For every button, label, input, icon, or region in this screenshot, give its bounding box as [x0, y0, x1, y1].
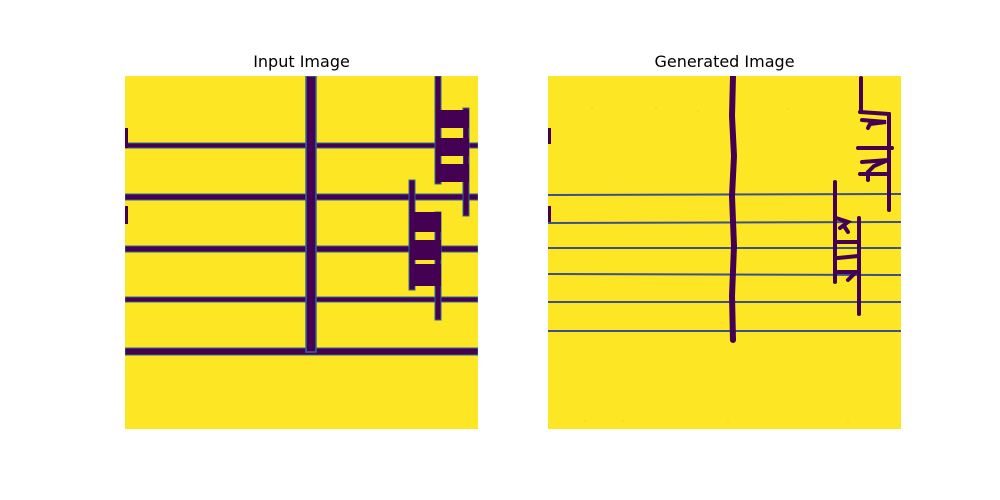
- generated-beam-2b: [842, 224, 850, 234]
- generated-staff-line-4: [548, 273, 901, 276]
- input-staff-line-1: [125, 142, 478, 149]
- input-beam-1b: [439, 138, 469, 156]
- input-beam-1c: [437, 164, 469, 182]
- generated-staff-line-1: [548, 193, 901, 196]
- input-staff-line-2: [125, 193, 478, 201]
- input-stem-1a: [434, 76, 442, 185]
- generated-beam-2d: [836, 254, 860, 260]
- generated-beam-1a: [858, 110, 891, 116]
- generated-beam-1b: [860, 118, 887, 130]
- generated-edge-mark-2: [548, 206, 551, 222]
- input-beam-1a: [439, 110, 469, 128]
- input-image-panel: [125, 76, 478, 429]
- input-note-group-2: [408, 179, 442, 321]
- input-staff-line-5: [125, 347, 478, 356]
- generated-staff-line-2: [548, 221, 901, 224]
- input-gap-2a: [421, 232, 433, 240]
- generated-beam-1d: [860, 158, 889, 174]
- input-image-canvas: [125, 76, 478, 429]
- input-staff-line-4: [125, 296, 478, 303]
- generated-note-group-2: [833, 180, 861, 316]
- input-staff-line-3: [125, 245, 478, 253]
- input-image-title: Input Image: [253, 52, 350, 71]
- input-staff-lines: [125, 142, 478, 356]
- input-gap-1a: [447, 128, 463, 138]
- generated-image-canvas: [548, 76, 901, 429]
- input-beam-2a: [413, 212, 441, 232]
- input-edge-mark-2: [125, 206, 128, 224]
- input-note-group-1: [434, 76, 470, 217]
- generated-note-group-1: [856, 76, 894, 212]
- generated-barline: [728, 76, 738, 343]
- input-beam-2c: [411, 264, 441, 286]
- generated-image-title: Generated Image: [654, 52, 795, 71]
- generated-staff-lines: [548, 193, 901, 332]
- input-gap-1b: [447, 156, 463, 164]
- generated-beam-2e: [834, 270, 861, 282]
- input-stem-2a: [408, 179, 416, 291]
- input-edge-mark-1: [125, 128, 128, 148]
- input-barline: [305, 76, 317, 353]
- generated-noise: [583, 106, 850, 424]
- input-beam-2b: [413, 240, 441, 260]
- generated-image-panel: [548, 76, 901, 429]
- generated-background: [548, 76, 901, 429]
- generated-edge-mark-1: [548, 128, 551, 144]
